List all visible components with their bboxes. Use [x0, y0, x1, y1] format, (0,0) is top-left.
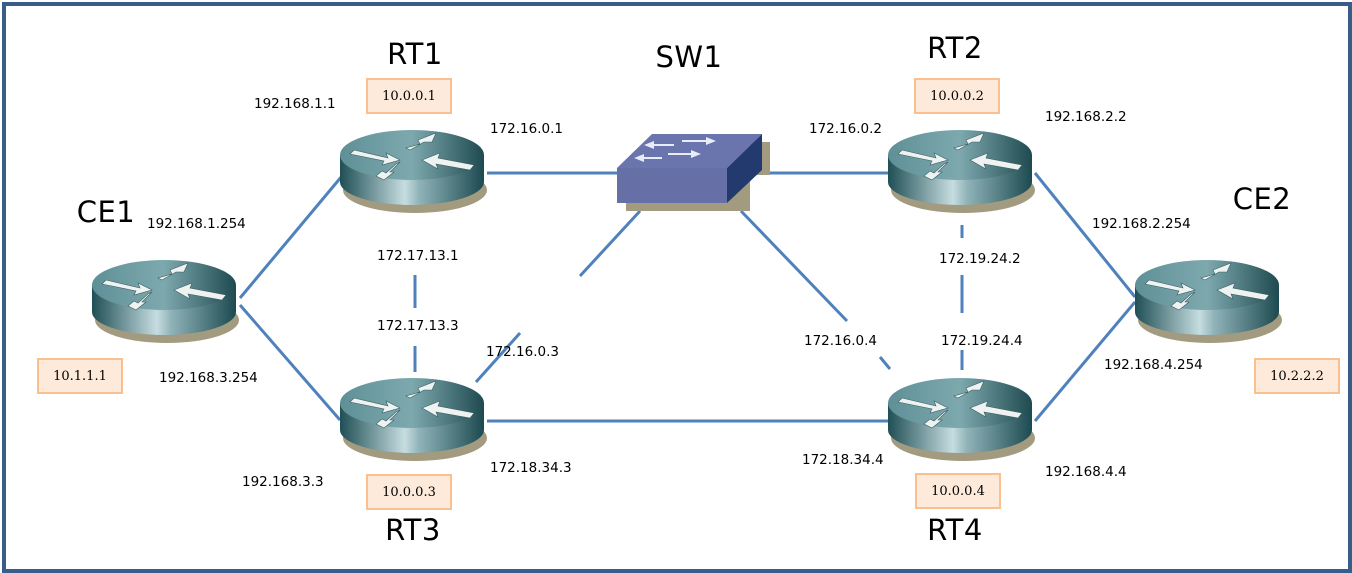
link-sw1-rt3-b — [474, 331, 522, 384]
router-icon[interactable] — [888, 120, 1038, 220]
router-icon[interactable] — [92, 250, 242, 350]
ip-rt4-rt3: 172.18.34.4 — [802, 452, 884, 468]
link-rt2-ce2 — [1033, 172, 1137, 298]
device-name-ce2: CE2 — [1232, 182, 1292, 216]
router-icon[interactable] — [340, 120, 490, 220]
ip-rt3-sw1: 172.16.0.3 — [486, 344, 559, 360]
ip-rt1-sw1: 172.16.0.1 — [490, 121, 563, 137]
link-rt4-ce2 — [1033, 301, 1137, 422]
loopback-ce2: 10.2.2.2 — [1254, 358, 1340, 394]
link-sw1-rt4 — [739, 209, 849, 323]
ip-rt4-sw1: 172.16.0.4 — [804, 333, 877, 349]
router-icon[interactable] — [1135, 250, 1285, 350]
loopback-rt4: 10.0.0.4 — [915, 473, 1001, 509]
link-sw1-rt3 — [578, 209, 642, 278]
ip-ce2-rt4: 192.168.4.254 — [1104, 357, 1203, 373]
ip-ce2-rt2: 192.168.2.254 — [1092, 216, 1191, 232]
link-ce1-rt3 — [238, 304, 342, 421]
ip-rt2-sw1: 172.16.0.2 — [809, 121, 882, 137]
device-name-rt2: RT2 — [927, 31, 983, 65]
ip-ce1-rt1: 192.168.1.254 — [147, 216, 246, 232]
router-icon[interactable] — [340, 368, 490, 468]
loopback-rt2: 10.0.0.2 — [914, 78, 1000, 114]
switch-icon[interactable] — [612, 128, 777, 218]
ip-rt3-ce1: 192.168.3.3 — [242, 474, 324, 490]
ip-rt3-rt1: 172.17.13.3 — [377, 318, 459, 334]
device-name-rt4: RT4 — [927, 513, 983, 547]
ip-ce1-rt3: 192.168.3.254 — [159, 370, 258, 386]
loopback-rt3: 10.0.0.3 — [366, 474, 452, 510]
link-ce1-rt1 — [238, 175, 344, 299]
loopback-ce1: 10.1.1.1 — [37, 358, 123, 394]
device-name-ce1: CE1 — [76, 195, 136, 229]
ip-rt3-rt4: 172.18.34.3 — [490, 460, 572, 476]
ip-rt1-ce1: 192.168.1.1 — [254, 96, 336, 112]
ip-rt2-ce2: 192.168.2.2 — [1045, 109, 1127, 125]
ip-rt2-rt4: 172.19.24.2 — [939, 251, 1021, 267]
ip-rt4-rt2: 172.19.24.4 — [941, 333, 1023, 349]
loopback-rt1: 10.0.0.1 — [366, 78, 452, 114]
ip-rt4-ce2: 192.168.4.4 — [1045, 464, 1127, 480]
device-name-rt1: RT1 — [387, 37, 443, 71]
link-sw1-rt4-b — [878, 356, 892, 370]
device-name-sw1: SW1 — [655, 40, 723, 74]
ip-rt1-rt3: 172.17.13.1 — [377, 248, 459, 264]
router-icon[interactable] — [888, 368, 1038, 468]
device-name-rt3: RT3 — [385, 513, 441, 547]
